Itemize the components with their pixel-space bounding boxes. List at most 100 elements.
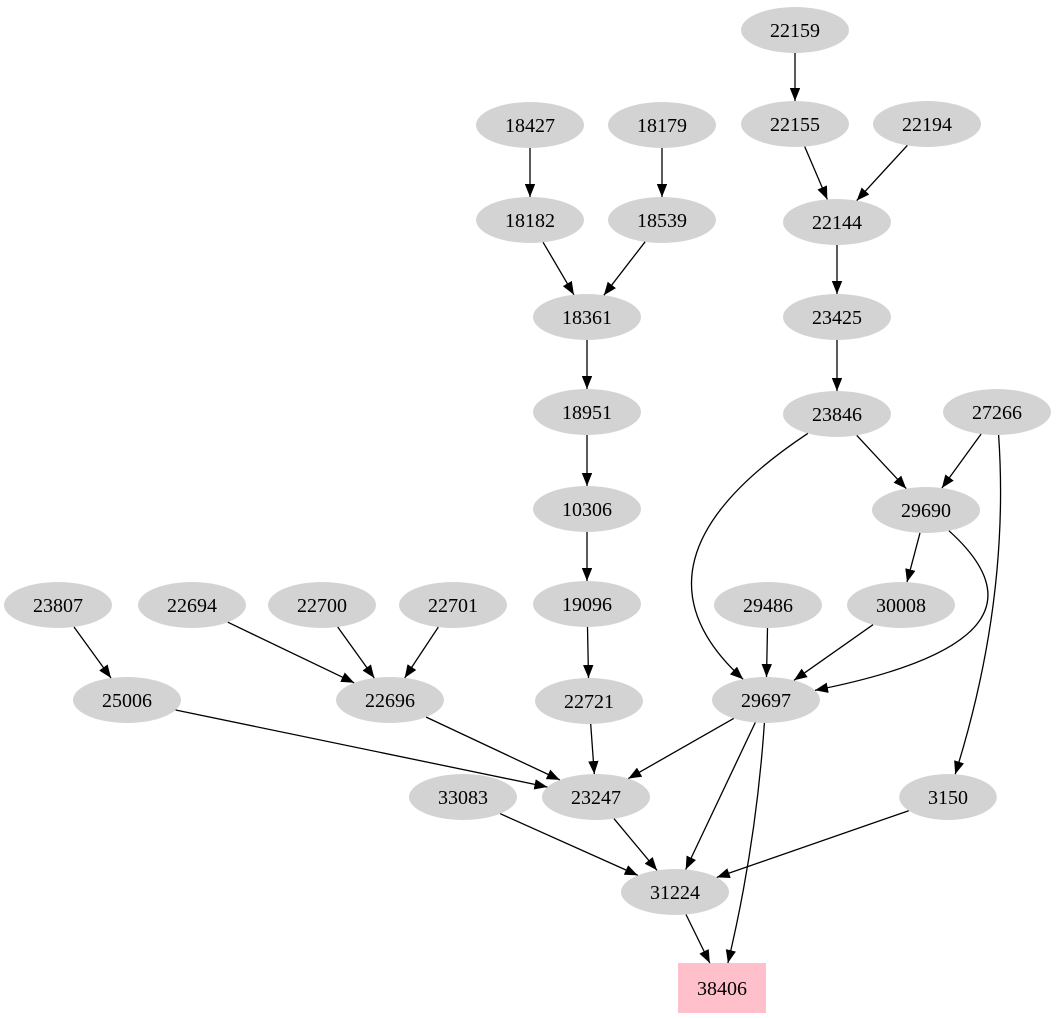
node-ellipse-22194: [873, 101, 981, 147]
edge-29697-to-31224: [685, 722, 756, 870]
graph-node-18539: 18539: [608, 197, 716, 243]
node-label-18539: 18539: [637, 210, 687, 232]
graph-node-10306: 10306: [533, 486, 641, 532]
graph-node-18182: 18182: [476, 197, 584, 243]
graph-node-22159: 22159: [741, 7, 849, 53]
node-ellipse-23807: [4, 582, 112, 628]
graph-node-27266: 27266: [943, 389, 1051, 435]
graph-node-29697: 29697: [712, 677, 820, 723]
node-ellipse-23425: [783, 294, 891, 340]
graph-node-29690: 29690: [872, 487, 980, 533]
node-label-19096: 19096: [562, 594, 612, 616]
edges-layer: [73, 53, 1002, 964]
node-label-38406: 38406: [697, 978, 747, 1000]
node-ellipse-18539: [608, 197, 716, 243]
node-ellipse-23846: [783, 391, 891, 437]
edge-29697-to-38406: [725, 722, 766, 964]
edge-27266-to-3150: [954, 434, 1002, 775]
graph-node-29486: 29486: [714, 582, 822, 628]
node-label-30008: 30008: [876, 595, 926, 617]
node-ellipse-18951: [533, 389, 641, 435]
node-label-18361: 18361: [562, 307, 612, 329]
node-ellipse-33083: [409, 774, 517, 820]
node-ellipse-10306: [533, 486, 641, 532]
node-label-22701: 22701: [428, 595, 478, 617]
nodes-layer: 22159 18427 18179 22155 22194 18182 18539 22144…: [4, 7, 1051, 1013]
node-ellipse-22700: [268, 582, 376, 628]
edge-23846-to-29690: [856, 434, 907, 490]
edge-31224-to-38406: [685, 914, 711, 964]
graph-node-18427: 18427: [476, 102, 584, 148]
node-ellipse-18361: [533, 294, 641, 340]
edge-23247-to-31224: [613, 818, 658, 871]
node-label-23807: 23807: [33, 595, 83, 617]
node-label-22155: 22155: [770, 114, 820, 136]
node-label-22194: 22194: [902, 114, 952, 136]
node-ellipse-25006: [73, 677, 181, 723]
node-label-27266: 27266: [972, 402, 1022, 424]
node-ellipse-31224: [621, 869, 729, 915]
node-label-18427: 18427: [505, 115, 555, 137]
node-ellipse-23247: [542, 774, 650, 820]
graph-node-23247: 23247: [542, 774, 650, 820]
edge-27266-to-29690: [941, 433, 982, 489]
node-ellipse-29486: [714, 582, 822, 628]
graph-node-22194: 22194: [873, 101, 981, 147]
graph-node-22721: 22721: [535, 678, 643, 724]
edge-29697-to-23247: [627, 717, 735, 780]
node-label-18182: 18182: [505, 210, 555, 232]
graph-node-18361: 18361: [533, 294, 641, 340]
graph-node-23807: 23807: [4, 582, 112, 628]
node-ellipse-29697: [712, 677, 820, 723]
graph-node-31224: 31224: [621, 869, 729, 915]
edge-18539-to-18361: [603, 241, 646, 296]
node-label-29690: 29690: [901, 500, 951, 522]
edge-25006-to-23247: [175, 709, 548, 790]
node-label-25006: 25006: [102, 690, 152, 712]
node-ellipse-19096: [533, 581, 641, 627]
edge-22701-to-22696: [404, 626, 439, 679]
graph-node-23846: 23846: [783, 391, 891, 437]
edge-29690-to-30008: [905, 532, 921, 583]
node-ellipse-27266: [943, 389, 1051, 435]
node-label-18951: 18951: [562, 402, 612, 424]
graph-node-3150: 3150: [899, 774, 997, 820]
node-label-22159: 22159: [770, 20, 820, 42]
node-ellipse-22155: [741, 101, 849, 147]
node-label-22144: 22144: [812, 212, 862, 234]
edge-30008-to-29697: [793, 624, 874, 681]
graph-node-23425: 23425: [783, 294, 891, 340]
node-ellipse-18427: [476, 102, 584, 148]
graph-node-25006: 25006: [73, 677, 181, 723]
graph-node-38406: 38406: [678, 963, 766, 1013]
graph-node-22696: 22696: [336, 677, 444, 723]
graph-node-22144: 22144: [783, 199, 891, 245]
node-label-33083: 33083: [438, 787, 488, 809]
edge-19096-to-22721: [583, 626, 594, 679]
node-ellipse-22721: [535, 678, 643, 724]
graph-node-22700: 22700: [268, 582, 376, 628]
edge-23807-to-25006: [73, 626, 112, 679]
node-label-22721: 22721: [564, 691, 614, 713]
graph-node-18179: 18179: [608, 102, 716, 148]
graph-node-18951: 18951: [533, 389, 641, 435]
edge-18182-to-18361: [542, 241, 575, 296]
edge-29690-to-29697: [814, 530, 989, 693]
node-ellipse-22694: [138, 582, 246, 628]
node-ellipse-18182: [476, 197, 584, 243]
graph-node-30008: 30008: [847, 582, 955, 628]
node-label-10306: 10306: [562, 499, 612, 521]
edge-22194-to-22144: [856, 144, 908, 202]
node-ellipse-22701: [399, 582, 507, 628]
node-ellipse-22144: [783, 199, 891, 245]
node-ellipse-22159: [741, 7, 849, 53]
node-ellipse-29690: [872, 487, 980, 533]
node-label-3150: 3150: [928, 787, 968, 809]
node-label-23247: 23247: [571, 787, 621, 809]
node-label-22696: 22696: [365, 690, 415, 712]
node-label-22700: 22700: [297, 595, 347, 617]
node-label-23425: 23425: [812, 307, 862, 329]
node-label-29486: 29486: [743, 595, 793, 617]
